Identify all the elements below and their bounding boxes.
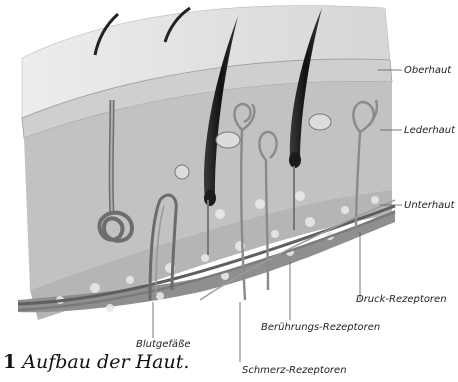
- label-schmerz-rezeptoren: Schmerz-Rezeptoren: [242, 365, 347, 376]
- label-unterhaut: Unterhaut: [404, 200, 456, 211]
- caption-text: Aufbau der Haut.: [22, 351, 189, 373]
- label-lederhaut: Lederhaut: [404, 125, 456, 136]
- figure-caption: 1 Aufbau der Haut.: [3, 351, 189, 373]
- caption-number: 1: [3, 351, 16, 373]
- label-beruehrungs-rezeptoren: Berührungs-Rezeptoren: [261, 322, 380, 333]
- label-druck-rezeptoren: Druck-Rezeptoren: [356, 294, 447, 305]
- label-oberhaut: Oberhaut: [404, 65, 452, 76]
- label-blutgefaesse: Blutgefäße: [136, 339, 191, 350]
